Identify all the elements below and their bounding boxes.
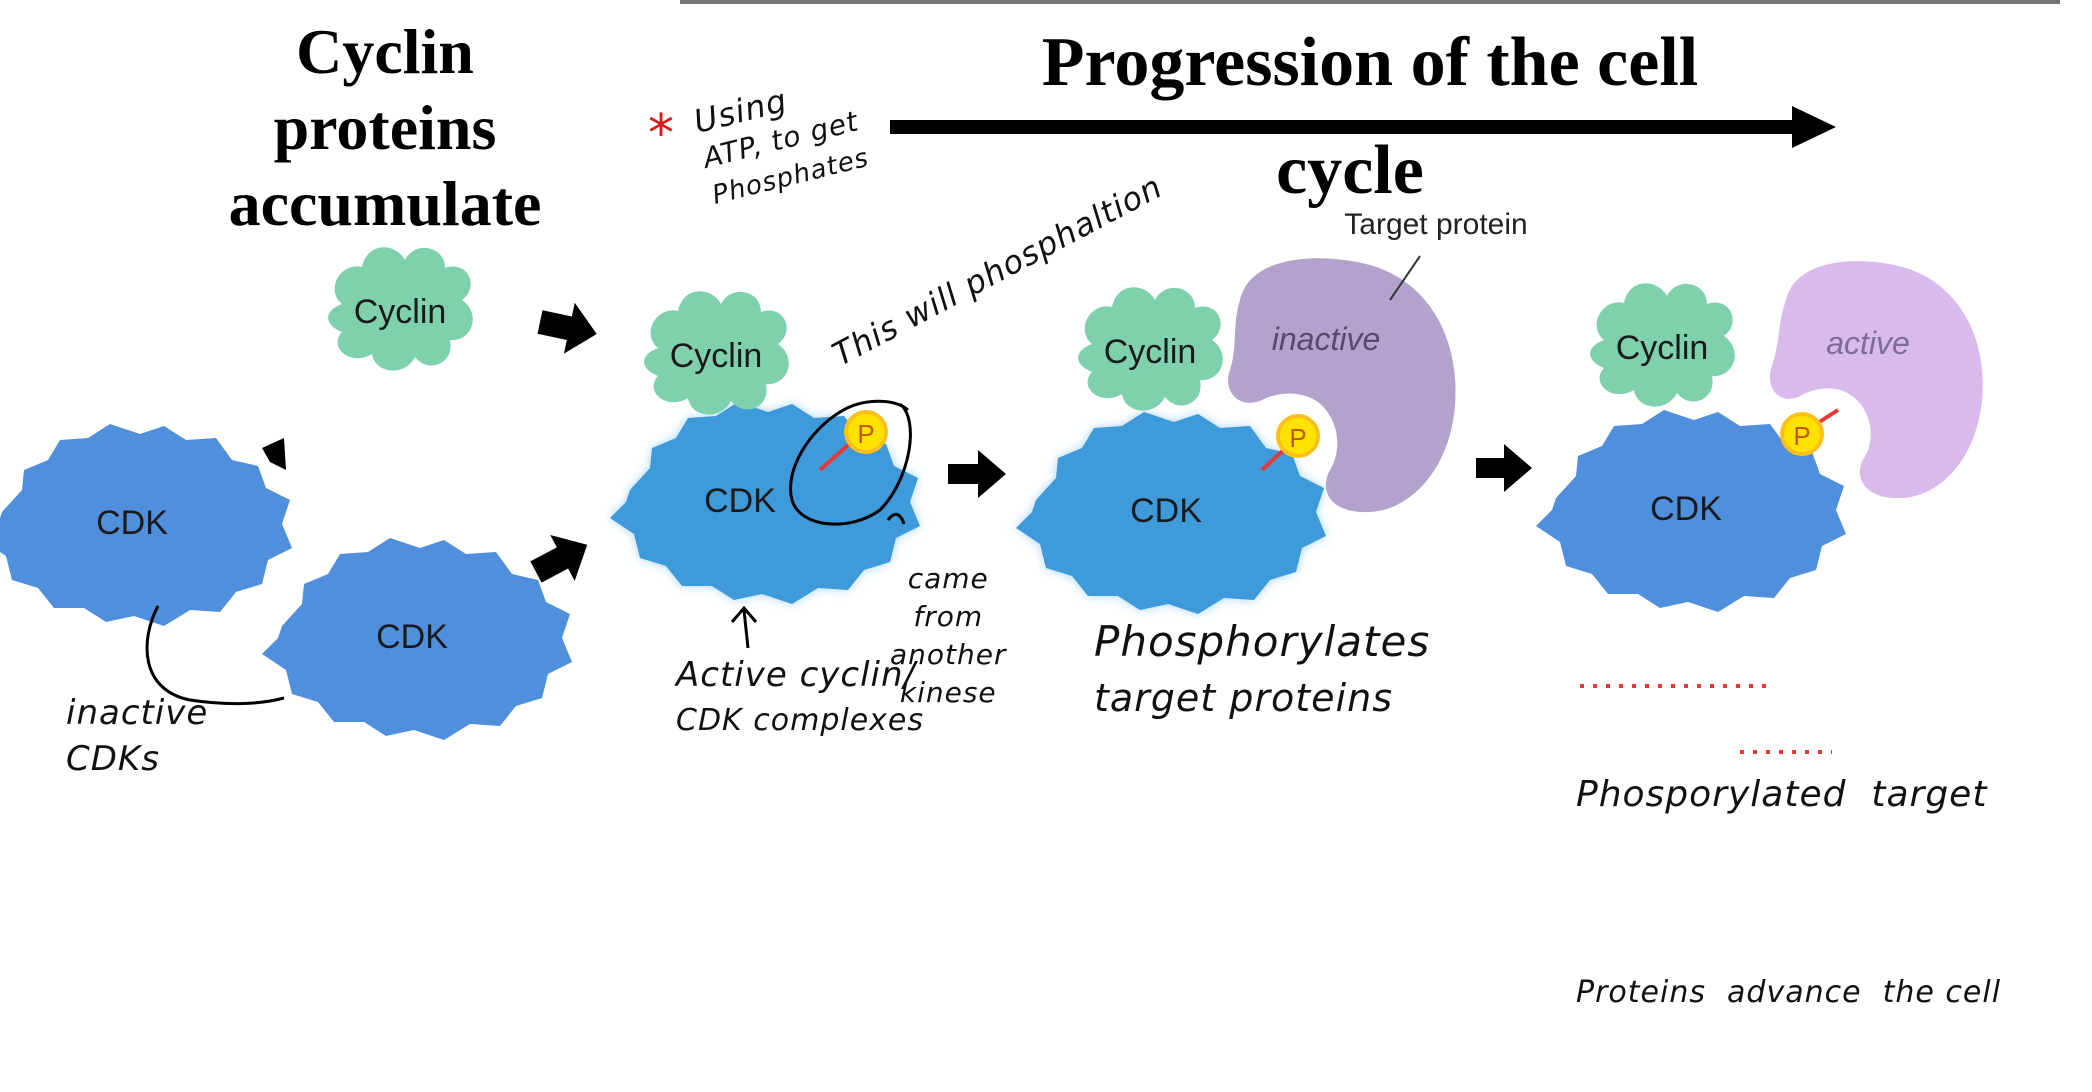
phosphate-label: P (857, 419, 874, 449)
arrow-complex-to-target (948, 450, 1006, 498)
hand-connector-inactive-cdks (145, 605, 285, 706)
free-cyclin: Cyclin (328, 247, 473, 371)
phosphate-circle (1780, 412, 1824, 456)
inactive-cdk-2: CDK (262, 538, 572, 740)
cdk-label: CDK (1650, 490, 1722, 528)
phosphorylates-note: Phosphorylates target proteins (1094, 614, 1430, 726)
cdk-label: CDK (376, 618, 448, 656)
arrow-fragment (262, 438, 286, 470)
hand-up-arrow (730, 605, 758, 649)
cyclin-shape (1590, 283, 1735, 407)
cyclin-label: Cyclin (670, 337, 763, 375)
cyclin-shape (328, 247, 473, 371)
came-from-line-3: another (890, 638, 1007, 671)
active-complex-line-1: Active cyclin/ (676, 655, 916, 695)
cdk-label: CDK (1130, 492, 1202, 530)
came-from-line-1: came (907, 562, 989, 595)
target-pointer (1389, 255, 1421, 301)
target-active-shape (1769, 261, 1983, 499)
phosphate-label: P (1289, 423, 1306, 453)
left-title-line-3: accumulate (228, 168, 542, 239)
phosphate-circle (844, 410, 888, 454)
came-from-note: came from another kinese (890, 560, 1007, 712)
main-title-cont: cycle (1276, 132, 1424, 209)
cyclin-shape (1078, 287, 1223, 411)
target-inactive-label: inactive (1272, 321, 1381, 357)
inactive-cdks-line-2: CDKs (66, 739, 160, 779)
hand-circle (789, 399, 912, 526)
arrow-cyclin-to-complex (537, 302, 597, 354)
active-complex: CDK Cyclin P (610, 291, 920, 604)
phosphorylates-line-2: target proteins (1094, 676, 1393, 720)
cdk-shape (1536, 410, 1846, 612)
phosphorylated-line-2: Proteins advance the cell (1576, 975, 2002, 1010)
target-active-label: active (1826, 325, 1910, 361)
inactive-cdks-line-1: inactive (66, 693, 209, 733)
came-from-line-2: from (913, 600, 984, 633)
asterisk-mark: * (648, 104, 675, 164)
left-title: Cyclin proteins accumulate (190, 20, 580, 236)
hand-caret (886, 513, 906, 525)
cdk-label: CDK (704, 482, 776, 520)
cyclin-shape (644, 291, 789, 415)
cyclin-label: Cyclin (354, 293, 447, 331)
left-title-line-2: proteins (273, 92, 497, 163)
cyclin-label: Cyclin (1616, 329, 1709, 367)
phosphorylated-line-1: Phosporylated target (1576, 774, 1988, 815)
target-protein-label: Target protein (1344, 208, 1527, 241)
complex-with-active-target: active CDK Cyclin P (1536, 261, 1983, 612)
phosphate-label: P (1793, 421, 1810, 451)
cell-cycle-diagram: Cyclin CDK CDK CDK Cyclin P (0, 0, 2060, 754)
target-inactive-shape (1228, 258, 1456, 513)
came-from-line-4: kinese (899, 676, 997, 709)
inactive-cdks-note: inactive CDKs (66, 690, 208, 782)
phosphate-circle (1276, 414, 1320, 458)
cdk-shape (1016, 412, 1326, 614)
arrow-cdk-to-complex (530, 534, 588, 583)
main-title: Progression of the cell (1041, 24, 1699, 101)
complex-with-inactive-target: inactive CDK Cyclin P Target protein (1016, 208, 1528, 614)
phosphorylated-note: Phosporylated target Proteins advance th… (1576, 630, 2001, 1092)
left-title-line-1: Cyclin (296, 16, 474, 87)
active-complex-line-2: CDK complexes (676, 703, 925, 738)
arrow-target-to-active (1476, 444, 1532, 492)
phosphorylates-line-1: Phosphorylates (1094, 617, 1431, 666)
cyclin-label: Cyclin (1104, 333, 1197, 371)
progression-arrow-head (1792, 106, 1836, 148)
inactive-cdk-1: CDK (0, 424, 292, 626)
cdk-label: CDK (96, 504, 168, 542)
active-complex-note: Active cyclin/ CDK complexes (676, 652, 924, 744)
